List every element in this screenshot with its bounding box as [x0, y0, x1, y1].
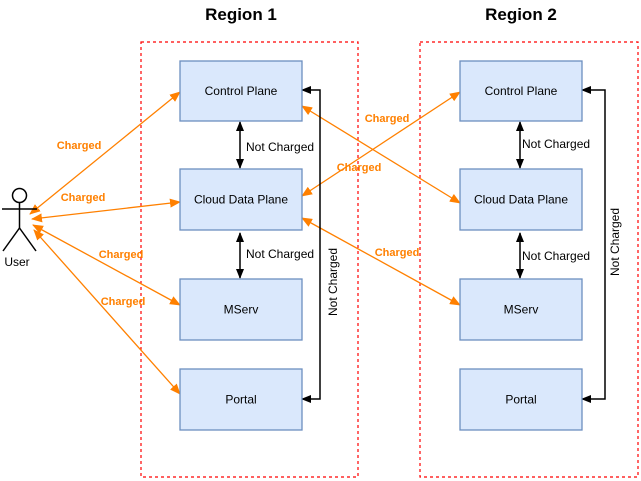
node-r1-cloud-data-plane [179, 168, 303, 231]
user-label: User [4, 255, 29, 269]
edge-r1-control-plane-r1-portal-label: Not Charged [326, 248, 340, 316]
edge-r1-cloud-data-plane-r2-control-plane-label: Charged [365, 113, 410, 125]
edge-r2-control-plane-r2-portal [581, 86, 606, 403]
node-r2-mserv [459, 278, 583, 341]
edge-r2-cloud-data-plane-r2-mserv-label: Not Charged [522, 249, 590, 263]
region-2-title: Region 2 [485, 5, 557, 24]
user-actor-head [11, 187, 28, 204]
edge-user-r1-portal [33, 229, 181, 395]
edge-user-r1-control-plane-label: Charged [57, 140, 102, 152]
user-actor-right-leg [18, 227, 37, 252]
node-r1-control-plane [179, 60, 303, 122]
node-r2-portal-label: Portal [505, 393, 536, 407]
edge-user-r1-control-plane [29, 91, 181, 215]
node-r2-cloud-data-plane [459, 168, 583, 231]
edge-user-r1-cloud-data-plane-label: Charged [61, 192, 106, 204]
user-actor-figure [2, 187, 37, 252]
node-r1-mserv [179, 278, 303, 341]
node-r2-portal [459, 368, 583, 431]
node-r2-cloud-data-plane-label: Cloud Data Plane [474, 193, 568, 207]
node-r1-control-plane-label: Control Plane [205, 84, 278, 98]
node-r1-portal [179, 368, 303, 431]
edge-r1-control-plane-r2-cloud-data-plane-label: Charged [337, 162, 382, 174]
edge-r1-cloud-data-plane-r2-control-plane [301, 91, 461, 197]
edge-user-r1-mserv-label: Charged [99, 249, 144, 261]
edge-r1-cloud-data-plane-r1-mserv-label: Not Charged [246, 247, 314, 261]
edge-r2-control-plane-r2-portal-label: Not Charged [608, 208, 622, 276]
node-r2-control-plane-label: Control Plane [485, 84, 558, 98]
edge-r1-cloud-data-plane-r2-mserv [301, 217, 461, 306]
edge-r2-control-plane-r2-cloud-data-plane-label: Not Charged [522, 137, 590, 151]
node-r2-mserv-label: MServ [504, 303, 539, 317]
edge-user-r1-portal-label: Charged [101, 296, 146, 308]
edge-user-r1-mserv [32, 224, 181, 306]
node-r2-control-plane [459, 60, 583, 122]
edge-user-r1-cloud-data-plane [31, 198, 181, 223]
user-actor-left-leg [2, 227, 21, 252]
edge-r1-cloud-data-plane-r2-mserv-label: Charged [375, 247, 420, 259]
edge-r1-control-plane-r1-cloud-data-plane-label: Not Charged [246, 140, 314, 154]
region-1-title: Region 1 [205, 5, 277, 24]
node-r1-portal-label: Portal [225, 393, 256, 407]
node-r1-mserv-label: MServ [224, 303, 259, 317]
node-r1-cloud-data-plane-label: Cloud Data Plane [194, 193, 288, 207]
edge-r1-control-plane-r1-portal [301, 86, 321, 403]
